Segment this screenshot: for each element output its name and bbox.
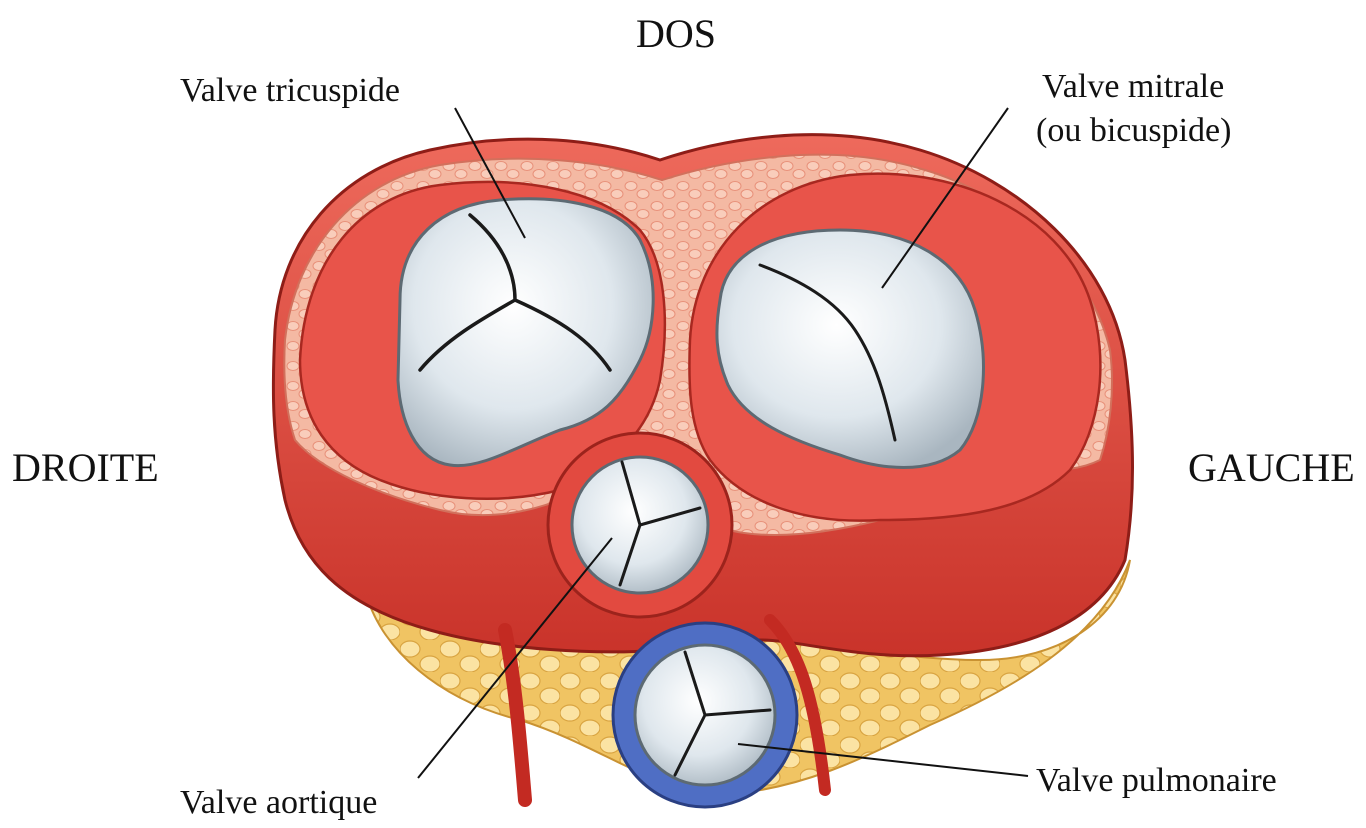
orientation-top-label: DOS [636,14,716,54]
mitral-sublabel: (ou bicuspide) [1036,114,1231,148]
aortic-label: Valve aortique [180,786,377,820]
pulmonary-label: Valve pulmonaire [1036,764,1277,798]
orientation-right-label: GAUCHE [1188,448,1355,488]
mitral-label: Valve mitrale [1042,70,1224,104]
tricuspid-label: Valve tricuspide [180,74,400,108]
orientation-left-label: DROITE [12,448,159,488]
